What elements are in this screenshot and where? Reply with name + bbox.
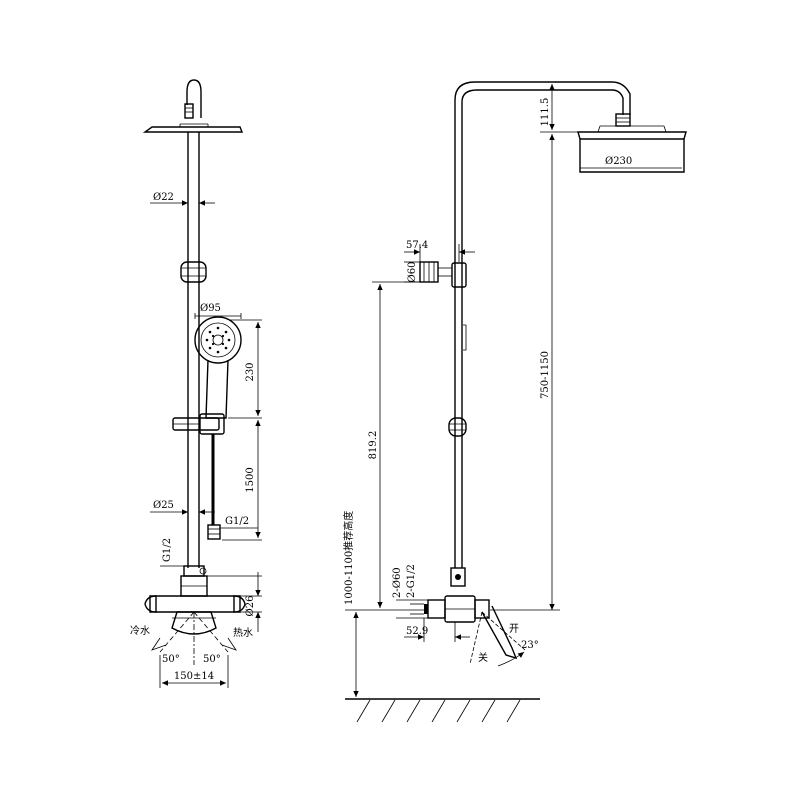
side-inlet-thread-label: 2-G1/2 <box>406 564 417 598</box>
front-center-distance-label: 150±14 <box>174 671 214 682</box>
side-lever-angle-label: 23° <box>521 640 539 651</box>
front-hand-shower-diameter-label: Ø95 <box>200 303 221 314</box>
side-slide-holder <box>448 417 467 437</box>
side-holder-offset-label: 57.4 <box>406 240 428 251</box>
front-hand-shower <box>194 316 242 419</box>
side-view: Ø230 111.5 750-1150 57.4 Ø60 <box>342 81 687 723</box>
front-top-holder <box>180 261 207 283</box>
side-holder-height-label: 819.2 <box>368 431 379 460</box>
front-angle-right-label: 50° <box>203 654 221 665</box>
side-flange-diameter-label: 2-Ø60 <box>392 567 403 598</box>
front-hose-connector <box>207 524 221 540</box>
side-close-label: 关 <box>478 651 488 664</box>
side-top-holder <box>419 261 467 288</box>
side-arm-height-label: 111.5 <box>540 98 551 127</box>
side-head-connector <box>615 113 631 127</box>
front-hot-water-label: 热水 <box>233 626 253 639</box>
front-pipe-diameter-label: Ø22 <box>153 192 174 203</box>
front-angle-left-label: 50° <box>162 654 180 665</box>
front-bar-diameter-label: Ø25 <box>153 500 174 511</box>
front-arm-connector <box>184 103 194 119</box>
front-view: Ø22 <box>130 79 262 688</box>
side-holder-diameter-label: Ø60 <box>407 262 418 283</box>
front-cold-water-label: 冷水 <box>130 624 150 637</box>
front-diverter <box>180 565 208 597</box>
side-flange-offset-label: 52.9 <box>406 626 428 637</box>
side-riser-inner <box>461 89 624 568</box>
front-mixer-body <box>144 595 246 635</box>
front-shower-head <box>142 123 244 133</box>
side-mixer <box>424 595 518 660</box>
side-floor <box>345 698 540 723</box>
front-riser-bend <box>186 79 202 118</box>
side-adjust-range-label: 750-1150 <box>540 351 551 399</box>
side-riser-outer <box>454 81 631 568</box>
side-open-label: 开 <box>509 624 519 635</box>
front-hand-shower-length-label: 230 <box>245 362 256 381</box>
front-inlet-thread-label: G1/2 <box>162 538 173 562</box>
side-diverter <box>450 567 466 587</box>
side-install-height-label: 1000-1100推荐高度 <box>342 511 355 605</box>
front-mixer-diameter-label: Ø26 <box>245 596 256 617</box>
front-hose-connector-label: G1/2 <box>225 516 249 527</box>
side-hose <box>463 324 467 351</box>
front-hose-length-label: 1500 <box>245 467 256 492</box>
side-head-diameter-label: Ø230 <box>605 156 632 167</box>
side-shower-head <box>577 125 687 173</box>
